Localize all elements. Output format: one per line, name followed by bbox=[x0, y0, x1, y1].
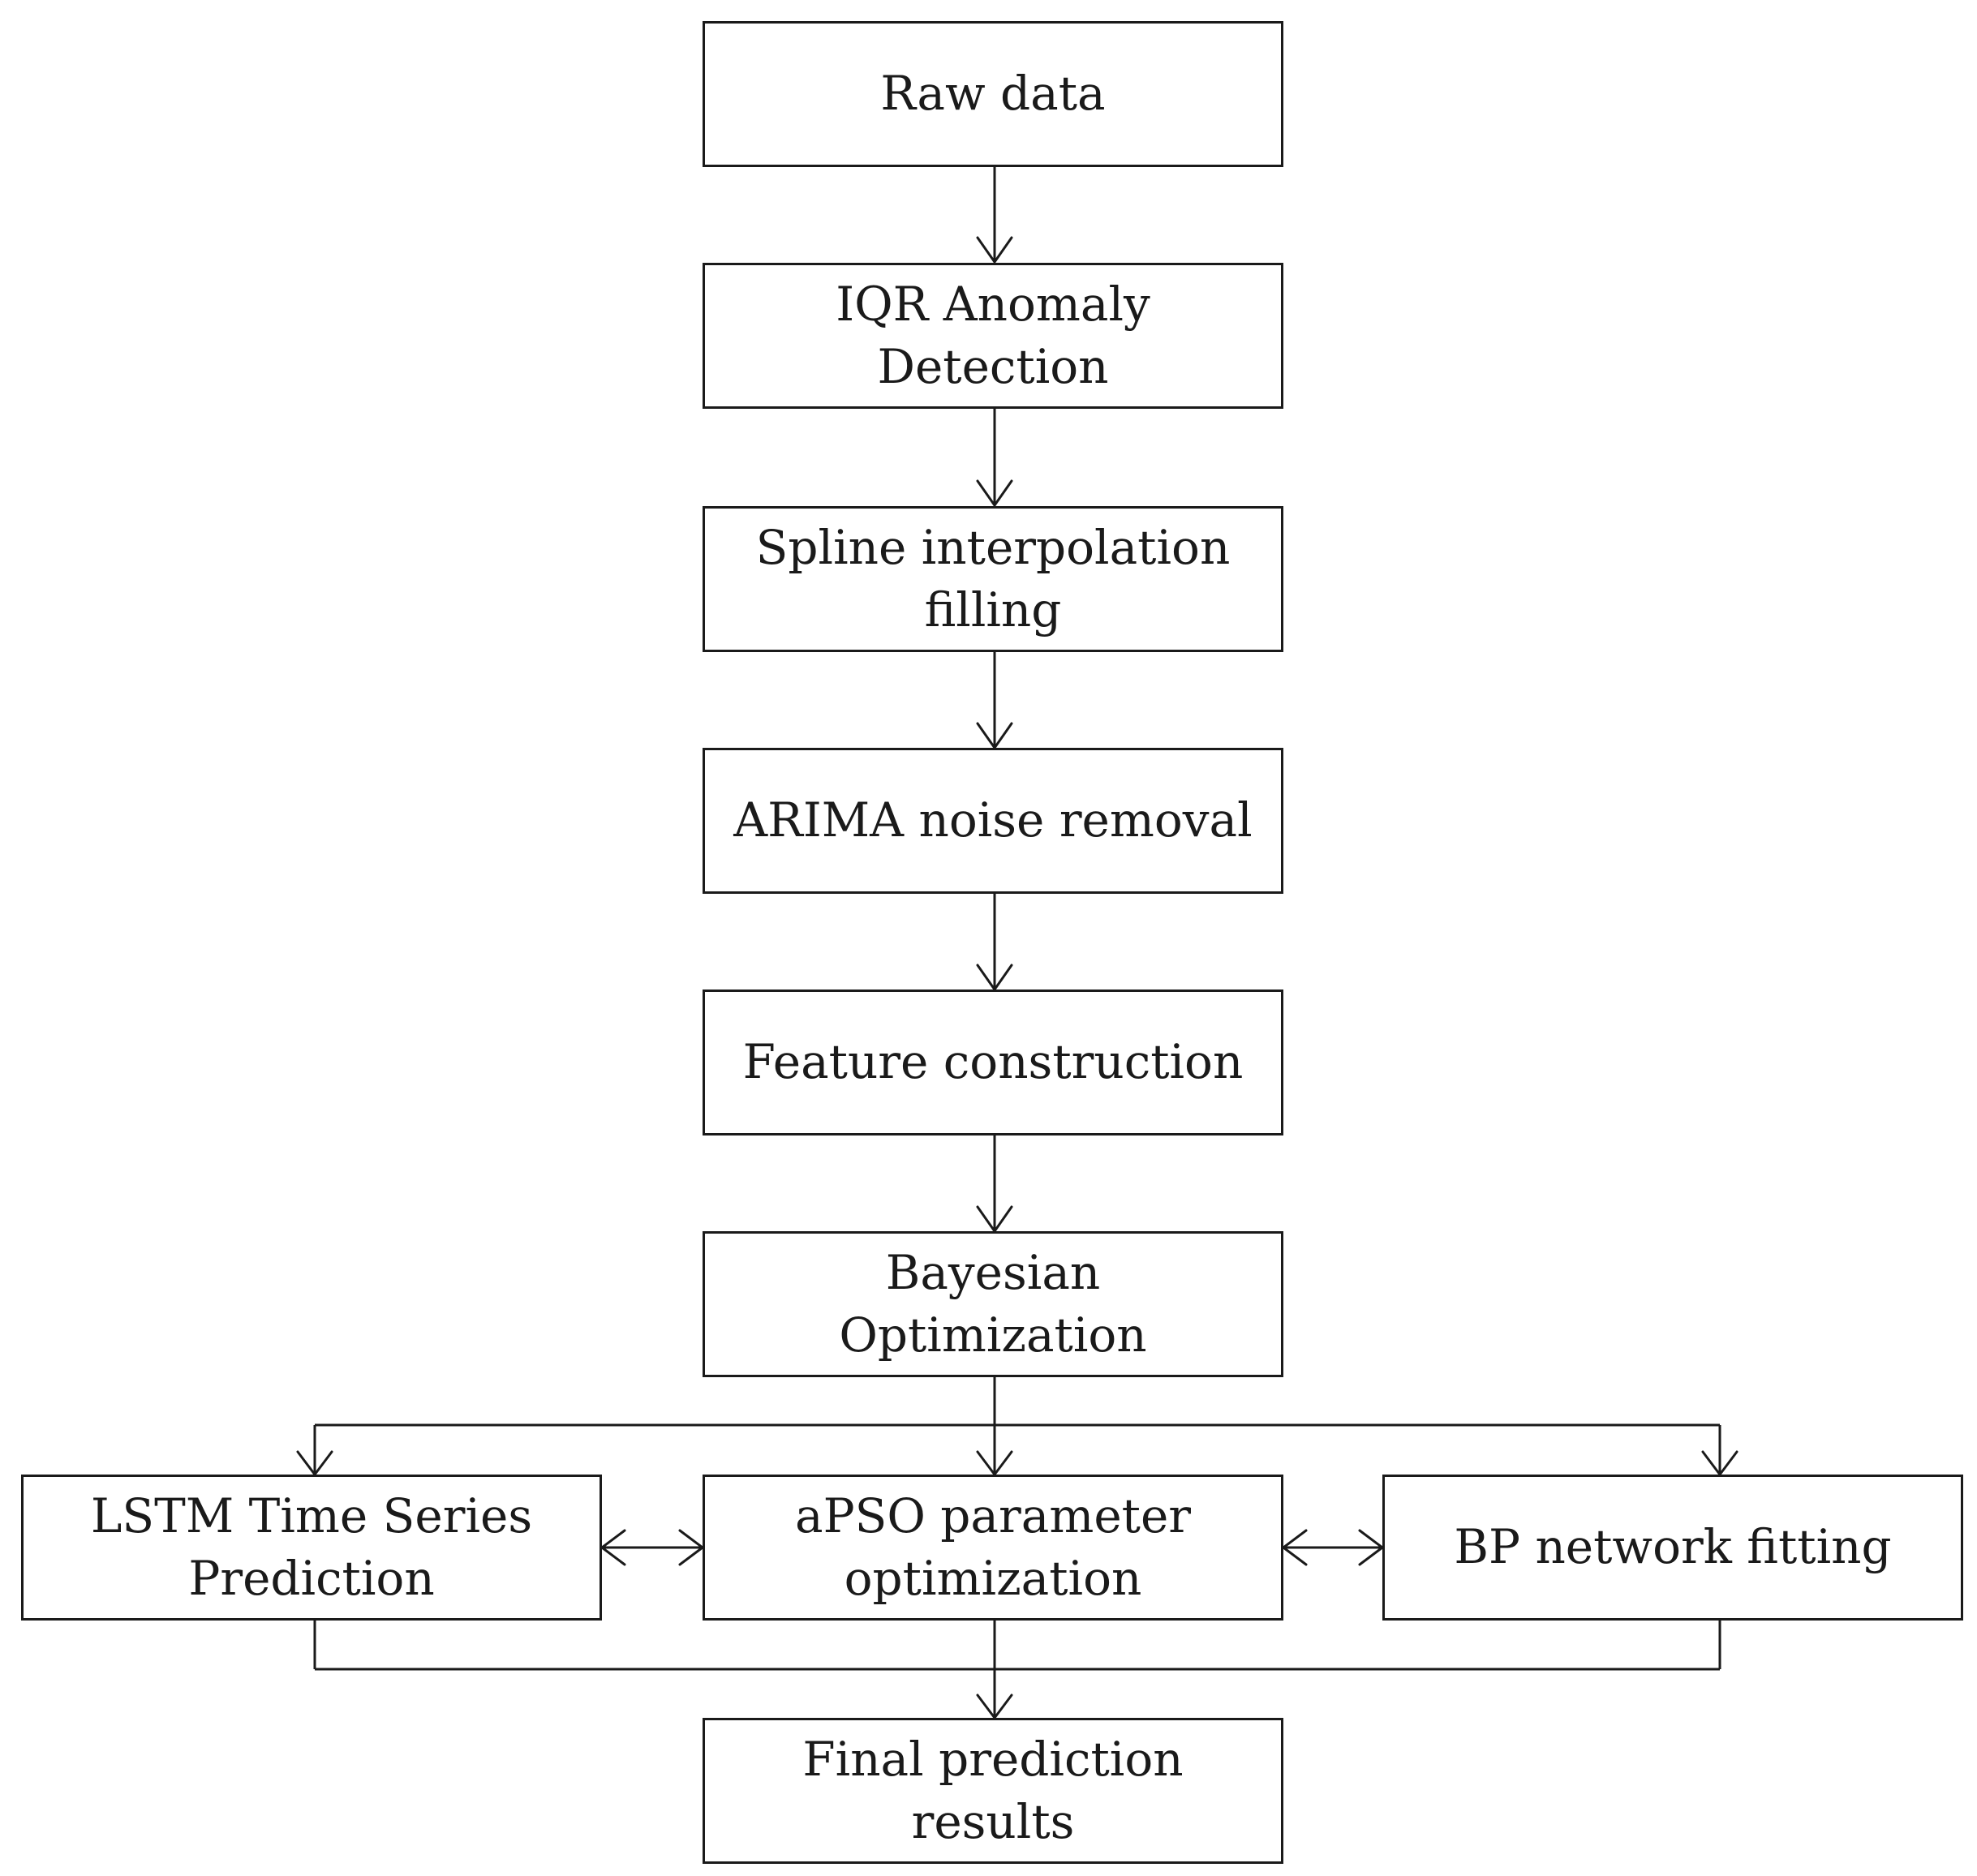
merge-models-to-final bbox=[313, 1621, 1721, 1719]
bidirectional-arrow-lstm-apso bbox=[600, 1529, 704, 1566]
bp-network-fitting-node: BP network fitting bbox=[1382, 1475, 1963, 1621]
arrow-feature-to-bayesian bbox=[976, 1135, 1013, 1233]
arima-label-line-1: ARIMA noise removal bbox=[733, 792, 1253, 848]
lstm-label-line-1: LSTM Time Series bbox=[90, 1487, 533, 1543]
bayesian-optimization-node: Bayesian Optimization bbox=[703, 1231, 1283, 1377]
feature-label-line-1: Feature construction bbox=[742, 1034, 1244, 1090]
iqr-label-line-2: Detection bbox=[877, 339, 1109, 394]
apso-optimization-node: aPSO parameter optimization bbox=[703, 1475, 1283, 1621]
arrow-iqr-to-spline bbox=[976, 409, 1013, 507]
apso-label-line-1: aPSO parameter bbox=[794, 1487, 1191, 1543]
raw-data-node: Raw data bbox=[703, 21, 1283, 167]
spline-label-line-2: filling bbox=[924, 582, 1062, 637]
apso-label-line-2: optimization bbox=[844, 1551, 1142, 1606]
final-label-line-1: Final prediction bbox=[802, 1731, 1184, 1787]
iqr-label-line-1: IQR Anomaly bbox=[836, 276, 1150, 332]
arima-noise-removal-node: ARIMA noise removal bbox=[703, 748, 1283, 894]
final-prediction-results-node: Final prediction results bbox=[703, 1718, 1283, 1864]
bidirectional-arrow-apso-bp bbox=[1282, 1529, 1384, 1566]
spline-interpolation-node: Spline interpolation filling bbox=[703, 506, 1283, 652]
arrow-arima-to-feature bbox=[976, 894, 1013, 991]
bp-label-line-1: BP network fitting bbox=[1454, 1519, 1892, 1575]
lstm-prediction-node: LSTM Time Series Prediction bbox=[21, 1475, 602, 1621]
feature-construction-node: Feature construction bbox=[703, 990, 1283, 1135]
iqr-anomaly-detection-node: IQR Anomaly Detection bbox=[703, 263, 1283, 409]
arrow-raw-to-iqr bbox=[976, 167, 1013, 264]
final-label-line-2: results bbox=[911, 1794, 1075, 1849]
bayesian-label-line-1: Bayesian bbox=[885, 1244, 1101, 1300]
bayesian-label-line-2: Optimization bbox=[839, 1307, 1147, 1363]
raw-data-label-line-1: Raw data bbox=[880, 66, 1106, 122]
branch-bayesian-to-models bbox=[296, 1377, 1738, 1476]
lstm-label-line-2: Prediction bbox=[188, 1551, 435, 1606]
spline-label-line-1: Spline interpolation bbox=[755, 519, 1231, 575]
arrow-spline-to-arima bbox=[976, 652, 1013, 749]
